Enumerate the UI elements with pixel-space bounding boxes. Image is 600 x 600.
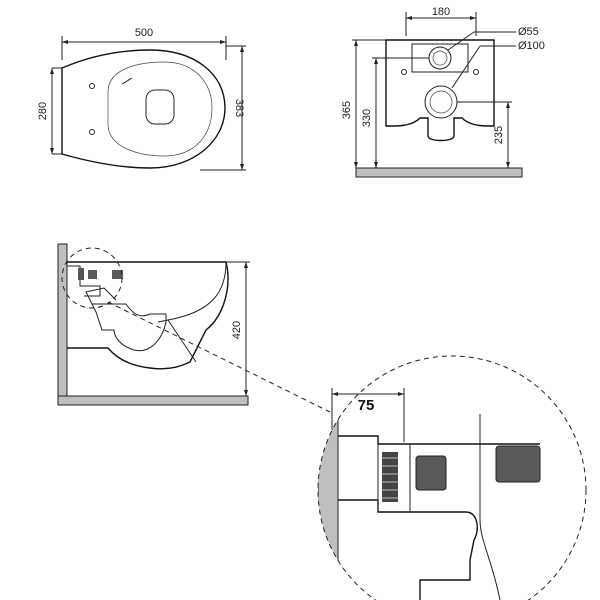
side-view: 420 [57, 243, 335, 415]
rear-dia-small-label: Ø55 [518, 26, 539, 38]
detail-offset-label: 75 [358, 397, 375, 414]
top-view: 500 280 383 [37, 27, 246, 171]
rear-dia-large-label: Ø100 [518, 40, 545, 52]
seal-ring [78, 268, 84, 280]
floor-slab [355, 167, 523, 178]
side-height-label: 420 [231, 321, 243, 339]
wall [57, 243, 68, 397]
detail-circle [317, 355, 587, 600]
fixing-block [88, 270, 97, 279]
fixing-hole [89, 129, 95, 135]
detail-view: 75 [317, 355, 587, 600]
bowl-outline [61, 49, 226, 169]
top-length-label: 383 [233, 99, 245, 117]
detail-fixing-block-right [495, 445, 541, 483]
trapway [91, 303, 167, 352]
detail-marker [61, 247, 123, 309]
wc-side-outline [67, 261, 229, 370]
rear-width-label: 180 [432, 6, 450, 18]
rear-height-inlet-label: 330 [361, 109, 373, 127]
bowl-opening [145, 89, 175, 125]
rear-view: 180 Ø55 Ø100 365 330 [341, 6, 545, 178]
fixing-hole [89, 83, 95, 89]
inlet-pipe [428, 46, 452, 70]
detail-fixing-block-left [415, 455, 447, 491]
top-width-label: 500 [135, 27, 153, 39]
floor [57, 395, 249, 406]
fixing-block [112, 270, 123, 279]
top-depth-label: 280 [37, 102, 49, 120]
rear-body [385, 39, 495, 142]
rear-height-total-label: 365 [341, 101, 353, 119]
detail-seal [382, 452, 398, 502]
rear-height-outlet-label: 235 [493, 126, 505, 144]
